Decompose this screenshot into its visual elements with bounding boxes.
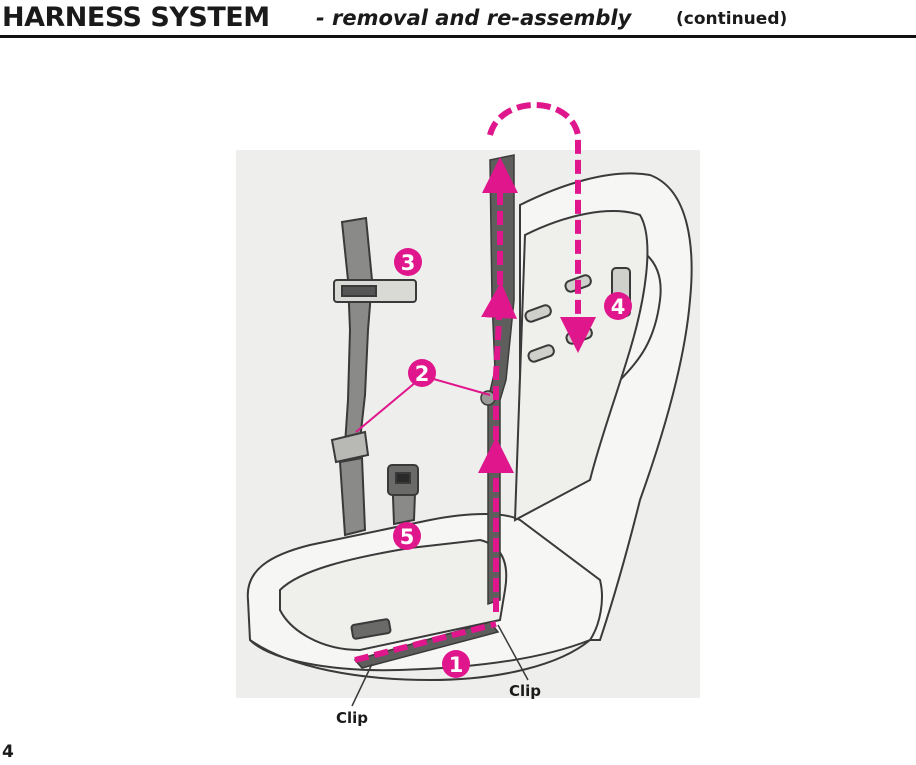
seat-front-edge: [249, 639, 591, 682]
threading-path: [354, 102, 596, 663]
buckle-slot: [395, 472, 411, 484]
page-subtitle: - removal and re-assembly: [316, 6, 632, 30]
seat-pad: [279, 538, 508, 652]
step-marker-5: 5: [393, 522, 421, 550]
clip-leaders: [351, 624, 529, 707]
clip-label-left: Clip: [336, 709, 368, 727]
step-5-label: 5: [400, 525, 415, 549]
step-4-label: 4: [611, 295, 626, 319]
step-marker-2: 2: [408, 359, 436, 387]
slot: [524, 304, 552, 323]
path-up-middle: [481, 282, 518, 440]
continued-note: (continued): [676, 9, 788, 29]
removed-strap: [330, 216, 417, 537]
slot: [527, 344, 555, 363]
buckle-tongue: [330, 430, 370, 464]
clip-leader-right: [497, 624, 529, 681]
step-marker-4: 4: [604, 292, 632, 320]
clip-label-right: Clip: [509, 682, 541, 700]
page-number: 4: [2, 742, 14, 762]
leader-step-2-a: [429, 377, 491, 396]
leader-step-2-b: [355, 381, 417, 433]
clip-window: [341, 285, 377, 297]
step-2-label: 2: [415, 362, 430, 386]
leader-lines: [355, 377, 491, 433]
step-3-label: 3: [401, 251, 416, 275]
path-over-top: [487, 102, 596, 353]
step-1-label: 1: [449, 653, 464, 677]
path-under-seat: [354, 621, 497, 663]
step-marker-1: 1: [442, 650, 470, 678]
step-marker-3: 3: [394, 248, 422, 276]
lower-strap-loose: [338, 456, 367, 537]
page-title: HARNESS SYSTEM: [2, 2, 270, 33]
header-rule: [0, 35, 916, 38]
crotch-buckle: [350, 464, 419, 640]
page-header: HARNESS SYSTEM - removal and re-assembly…: [0, 0, 916, 40]
buckle-tongue-lower: [350, 618, 392, 640]
clip-leader-left: [351, 663, 373, 707]
